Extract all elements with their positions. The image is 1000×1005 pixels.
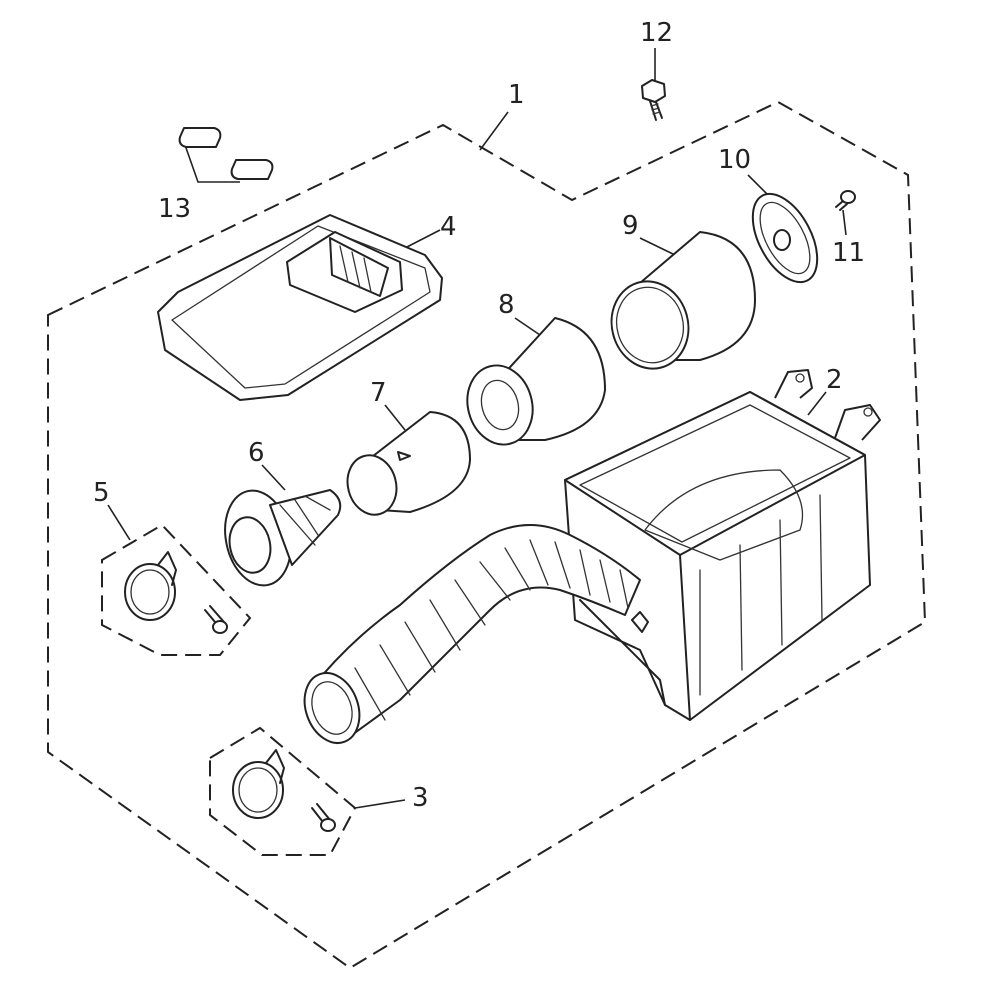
- callout-10: 10: [718, 145, 752, 175]
- clamp-set-b: [209, 726, 357, 856]
- callout-5: 5: [93, 478, 110, 508]
- clamp-set-a: [101, 523, 252, 656]
- bolt: [641, 79, 666, 121]
- callout-3: 3: [412, 783, 429, 813]
- foam-filter: [466, 317, 606, 446]
- callout-13: 13: [158, 194, 192, 224]
- air-box-cover: [157, 214, 443, 401]
- callout-4: 4: [440, 212, 457, 242]
- callout-12: 12: [640, 18, 674, 48]
- callout-1: 1: [508, 80, 525, 110]
- callout-11: 11: [832, 238, 866, 268]
- rubber-pads: [178, 127, 274, 180]
- callout-6: 6: [248, 438, 265, 468]
- callout-9: 9: [622, 211, 639, 241]
- callout-7: 7: [370, 378, 387, 408]
- callout-8: 8: [498, 290, 515, 320]
- end-cap: [751, 192, 819, 284]
- callout-2: 2: [826, 365, 843, 395]
- small-screw: [835, 190, 856, 211]
- outer-filter: [610, 231, 756, 370]
- leader-lines: [107, 48, 847, 809]
- intake-hose: [303, 524, 641, 744]
- air-box-body: [564, 369, 881, 721]
- assembly-boundary: [47, 100, 927, 970]
- inner-element: [346, 411, 471, 516]
- filter-holder: [224, 489, 342, 587]
